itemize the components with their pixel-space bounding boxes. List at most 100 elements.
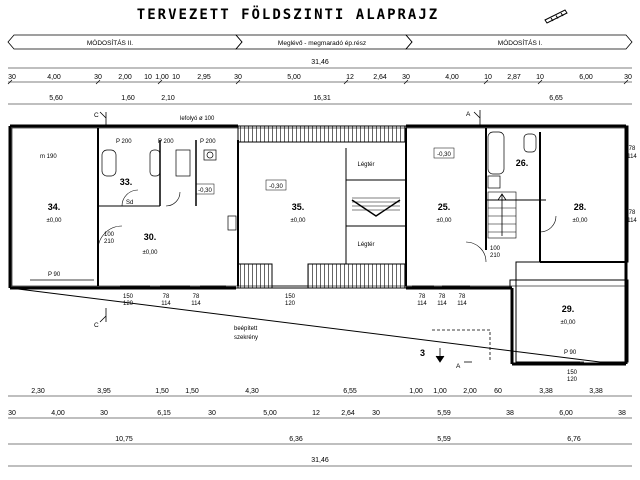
window-size-w-5: 78 — [459, 294, 466, 300]
door-swings — [97, 189, 557, 263]
bottom-dim-r2-4: 30 — [208, 410, 216, 417]
top-dim-r1-16: 10 — [536, 74, 544, 81]
bottom-dim-r2-3: 6,15 — [157, 410, 171, 417]
section-label-mod2: MÓDOSÍTÁS II. — [87, 38, 133, 47]
door-size-w-1: 100 — [104, 232, 115, 238]
window-marks — [9, 140, 627, 363]
window-size-h-4: 114 — [437, 301, 447, 307]
staircase — [487, 191, 517, 239]
top-dim-r1-6: 10 — [172, 74, 180, 81]
bottom-dim-r1-0: 2,30 — [31, 388, 45, 395]
bottom-dim-r2-10: 38 — [506, 410, 514, 417]
bottom-dim-r1-5: 6,55 — [343, 388, 357, 395]
section-label-existing: Meglévő - megmaradó ép.rész — [278, 40, 366, 47]
top-dim-r1-5: 1,00 — [155, 74, 169, 81]
bottom-dim-r2-2: 30 — [100, 410, 108, 417]
section-markers — [99, 110, 491, 363]
parapet-label-4: P 90 — [48, 272, 61, 278]
builtin-label-2: szekrény — [234, 335, 258, 341]
room-33-number: 33. — [120, 177, 133, 187]
door-size-h-2: 210 — [490, 253, 501, 259]
top-dim-r2-4: 6,65 — [549, 95, 563, 102]
top-dimensions — [8, 67, 632, 105]
top-total-dim: 31,46 — [311, 59, 329, 66]
bottom-dim-r2-11: 6,00 — [559, 410, 573, 417]
top-dim-r1-7: 2,95 — [197, 74, 211, 81]
section-c-bottom: C — [94, 322, 99, 329]
window-size-w-2: 78 — [193, 294, 200, 300]
window-size-w-6: 150 — [123, 294, 134, 300]
room-29-level: ±0,00 — [561, 320, 577, 326]
top-dim-r1-15: 2,87 — [507, 74, 521, 81]
room-28-level: ±0,00 — [573, 218, 589, 224]
top-dim-r1-8: 30 — [234, 74, 242, 81]
room-34-number: 34. — [48, 202, 61, 212]
room-26-number: 26. — [516, 158, 529, 168]
top-dim-r1-17: 6,00 — [579, 74, 593, 81]
top-dim-r2-1: 1,60 — [121, 95, 135, 102]
bottom-dim-r2-1: 4,00 — [51, 410, 65, 417]
room-35-number: 35. — [292, 202, 305, 212]
stair-hall — [345, 179, 407, 227]
bathroom-fixtures — [101, 131, 537, 231]
top-dim-r1-10: 12 — [346, 74, 354, 81]
void-label-lower: Légtér — [357, 242, 374, 248]
void-label-upper: Légtér — [357, 162, 374, 168]
bottom-dim-r2-8: 30 — [372, 410, 380, 417]
bottom-dimensions — [8, 395, 632, 467]
window-size-h-3: 114 — [417, 301, 427, 307]
top-dim-r1-1: 4,00 — [47, 74, 61, 81]
window-size-h-8: 120 — [567, 377, 578, 383]
bottom-dim-r2-6: 12 — [312, 410, 320, 417]
level-box-2: -0,30 — [269, 184, 283, 190]
room-30-level: ±0,00 — [143, 250, 159, 256]
window-size-w-3: 78 — [419, 294, 426, 300]
sd-label: Sd — [126, 200, 133, 206]
window-size-h-7: 120 — [285, 301, 296, 307]
bottom-dim-r1-2: 1,50 — [155, 388, 169, 395]
bottom-dim-r3-1: 6,36 — [289, 436, 303, 443]
section-label-mod1: MÓDOSÍTÁS I. — [498, 38, 543, 47]
top-dim-r1-14: 10 — [484, 74, 492, 81]
level-box-3: -0,30 — [437, 152, 451, 158]
room-25-number: 25. — [438, 202, 451, 212]
top-dim-r2-0: 5,60 — [49, 95, 63, 102]
existing-wall-top — [237, 125, 407, 143]
top-dimension-ticks — [7, 79, 629, 85]
top-dim-r1-3: 2,00 — [118, 74, 132, 81]
bottom-dim-r3-2: 5,59 — [437, 436, 451, 443]
existing-wall-bottom-right — [307, 263, 407, 289]
window-size-h-2: 114 — [191, 301, 201, 307]
door-size-h-1: 210 — [104, 239, 115, 245]
bottom-dim-r1-6: 1,00 — [409, 388, 423, 395]
drawing-title: TERVEZETT FÖLDSZINTI ALAPRAJZ — [137, 5, 439, 23]
drain-label: lefolyó ø 100 — [180, 116, 215, 122]
room-28-number: 28. — [574, 202, 587, 212]
parapet-label-5: P 90 — [564, 350, 577, 356]
level-box-1: -0,30 — [198, 188, 212, 194]
bottom-dim-r2-7: 2,64 — [341, 410, 355, 417]
bottom-dim-r1-7: 1,00 — [433, 388, 447, 395]
top-dim-r1-9: 5,00 — [287, 74, 301, 81]
bottom-dim-r2-12: 38 — [618, 410, 626, 417]
marker-three: 3 — [420, 348, 425, 358]
top-dim-r1-4: 10 — [144, 74, 152, 81]
window-size-w-9: 78 — [629, 146, 636, 152]
door-size-w-2: 100 — [490, 246, 501, 252]
parapet-label-2: P 200 — [158, 139, 174, 145]
top-dim-r2-3: 16,31 — [313, 95, 331, 102]
bottom-dim-r3-3: 6,76 — [567, 436, 581, 443]
bottom-dim-r1-11: 3,38 — [589, 388, 603, 395]
window-size-w-8: 150 — [567, 370, 578, 376]
bottom-dim-r2-5: 5,00 — [263, 410, 277, 417]
window-size-h-10: 114 — [627, 218, 637, 224]
room-29-number: 29. — [562, 304, 575, 314]
bottom-dim-r1-4: 4,30 — [245, 388, 259, 395]
bottom-dim-r1-8: 2,00 — [463, 388, 477, 395]
parapet-label-1: P 200 — [116, 139, 132, 145]
section-a-bottom: A — [456, 363, 461, 370]
